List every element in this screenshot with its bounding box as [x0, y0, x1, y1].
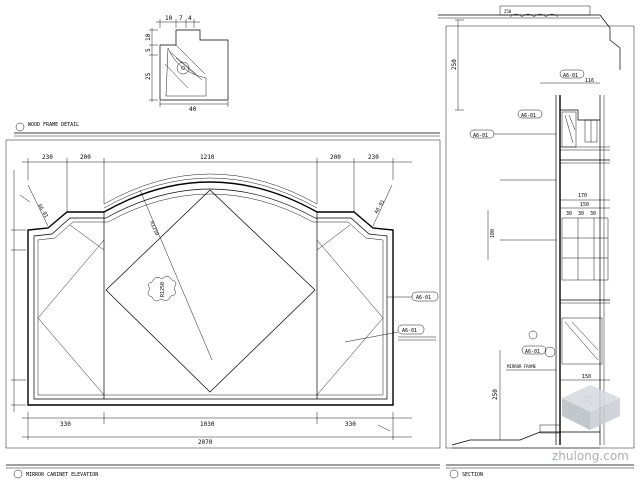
- elev-dim-top-2: 200: [80, 154, 91, 161]
- elev-side-label-right: A6-01: [374, 199, 387, 215]
- section-tag-3: A6-01: [473, 133, 488, 139]
- section-view: 250 250 A6-01 116 A6-01 A6-01 1: [438, 5, 621, 449]
- elev-dim-bottom-3: 330: [345, 421, 356, 428]
- elevation-border: [5, 139, 441, 449]
- elev-dim-top-5: 230: [368, 154, 379, 161]
- detail-dim-top-1: 10: [165, 15, 173, 22]
- section-dim-8: 100: [490, 229, 496, 238]
- section-dim-5: 30: [566, 211, 572, 217]
- elev-dim-top-3: 1210: [200, 154, 215, 161]
- section-dim-4: 150: [580, 202, 589, 208]
- detail-title: WOOD FRAME DETAIL: [28, 122, 79, 128]
- section-tag-1: A6-01: [563, 73, 578, 79]
- elev-dim-bottom-2: 1030: [200, 421, 215, 428]
- detail-dim-top-3: 4: [188, 15, 192, 22]
- elev-overall-width: 2070: [198, 439, 213, 446]
- detail-dim-bottom: 40: [189, 106, 197, 113]
- elevation-title-bar: MIRROR CABINET ELEVATION: [6, 464, 440, 479]
- watermark-brand: zhulong.com: [552, 449, 629, 463]
- section-title-bar: SECTION: [446, 464, 634, 479]
- section-border: [445, 25, 635, 449]
- detail-dim-top-2: 7: [179, 15, 183, 22]
- detail-dim-left-2: 5: [145, 48, 152, 52]
- elevation-title: MIRROR CABINET ELEVATION: [26, 472, 98, 478]
- section-tag-4: A6-01: [525, 349, 540, 355]
- detail-title-bar: WOOD FRAME DETAIL: [14, 122, 440, 137]
- elev-dim-top-1: 230: [42, 154, 53, 161]
- detail-dim-left-1: 10: [145, 33, 152, 41]
- section-dim-6: 30: [578, 211, 584, 217]
- elev-center-mark: R1250: [160, 282, 166, 297]
- section-note-mirror-frame: MIRROR FRAME: [507, 364, 536, 369]
- section-dim-10: 250: [492, 389, 499, 400]
- section-dim-2: 116: [585, 78, 594, 84]
- section-dim-1: 250: [451, 59, 458, 70]
- detail-dim-left-3: 25: [145, 72, 152, 80]
- elev-dim-top-4: 200: [330, 154, 341, 161]
- elev-ref-tag-1: A6-01: [416, 295, 431, 301]
- section-title: SECTION: [462, 472, 483, 478]
- section-dim-7: 30: [590, 211, 596, 217]
- section-ceiling-note: 250: [504, 9, 512, 14]
- elev-dim-bottom-1: 330: [60, 421, 71, 428]
- section-tag-2: A6-01: [521, 113, 536, 119]
- elev-radius-label: R1250: [148, 220, 159, 236]
- section-dim-3: 170: [578, 193, 587, 199]
- section-dim-9: 150: [582, 374, 591, 380]
- zhulong-watermark: 筑 zhulong.com: [552, 385, 629, 463]
- mirror-cabinet-elevation: 230 200 1210 200 230 R1250 R1: [11, 154, 439, 446]
- elev-ref-tag-2: A6-01: [402, 328, 417, 334]
- elev-side-label-left: A6-01: [36, 203, 49, 219]
- watermark-symbol: 筑: [583, 394, 592, 406]
- wood-frame-detail: 10 7 4 10 5 25 40: [145, 15, 229, 113]
